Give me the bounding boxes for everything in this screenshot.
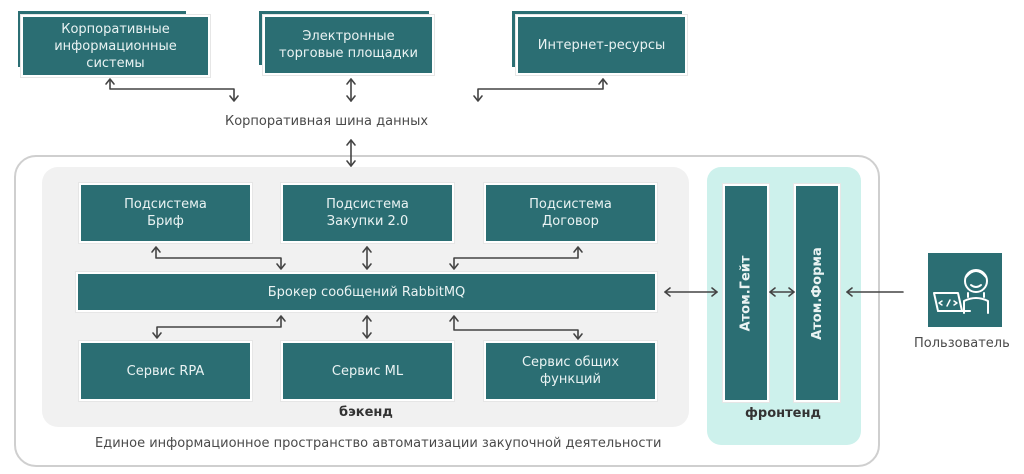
external-system-label: Корпоративные информационные системы bbox=[54, 21, 177, 71]
arrow-internet-bus bbox=[477, 78, 604, 101]
developer-laptop-icon bbox=[933, 269, 989, 314]
service-rpa[interactable]: Сервис RPA bbox=[78, 340, 253, 402]
service-ml[interactable]: Сервис ML bbox=[280, 340, 455, 402]
ext-shadow-left-2 bbox=[259, 11, 262, 65]
ext-shadow-top-3 bbox=[512, 11, 682, 14]
external-system-label: Интернет-ресурсы bbox=[537, 37, 666, 53]
ext-shadow-left-1 bbox=[18, 11, 21, 67]
arrow-contract-broker bbox=[453, 247, 579, 269]
frontend-label: фронтенд bbox=[745, 406, 821, 421]
ext-shadow-top-1 bbox=[18, 11, 186, 14]
external-system-corporate-is[interactable]: Корпоративные информационные системы bbox=[20, 14, 211, 78]
arrow-broker-common bbox=[453, 316, 579, 339]
external-system-trading-platforms[interactable]: Электронные торговые площадки bbox=[262, 14, 435, 76]
arrow-corporate-is-bus bbox=[109, 79, 235, 101]
ext-shadow-left-3 bbox=[512, 11, 515, 67]
ext-shadow-top-2 bbox=[259, 11, 429, 14]
message-broker-rabbitmq[interactable]: Брокер сообщений RabbitMQ bbox=[75, 271, 658, 313]
subsystem-contract[interactable]: Подсистема Договор bbox=[483, 182, 658, 244]
service-label: Сервис ML bbox=[331, 363, 404, 379]
external-system-label: Электронные торговые площадки bbox=[279, 29, 418, 61]
arrow-brief-broker bbox=[155, 247, 282, 269]
subsystem-label: Подсистема Закупки 2.0 bbox=[326, 197, 409, 229]
subsystem-brief[interactable]: Подсистема Бриф bbox=[78, 182, 253, 244]
user-icon-tile[interactable] bbox=[928, 253, 1002, 327]
subsystem-label: Подсистема Договор bbox=[529, 197, 612, 229]
arrow-broker-rpa bbox=[156, 316, 282, 338]
bus-label: Корпоративная шина данных bbox=[225, 114, 429, 129]
frontend-atom-gate[interactable]: Атом.Гейт bbox=[722, 183, 770, 403]
subsystem-label: Подсистема Бриф bbox=[124, 197, 207, 229]
broker-label: Брокер сообщений RabbitMQ bbox=[267, 284, 466, 300]
service-label: Сервис общих функций bbox=[521, 355, 620, 387]
unified-space-label: Единое информационное пространство автом… bbox=[95, 436, 662, 451]
frontend-atom-form[interactable]: Атом.Форма bbox=[793, 183, 841, 403]
subsystem-procurement[interactable]: Подсистема Закупки 2.0 bbox=[280, 182, 455, 244]
external-system-internet-resources[interactable]: Интернет-ресурсы bbox=[515, 14, 688, 76]
user-label: Пользователь bbox=[914, 336, 1010, 351]
service-common-functions[interactable]: Сервис общих функций bbox=[483, 340, 658, 402]
backend-label: бэкенд bbox=[339, 405, 393, 420]
service-label: Сервис RPA bbox=[126, 363, 205, 379]
